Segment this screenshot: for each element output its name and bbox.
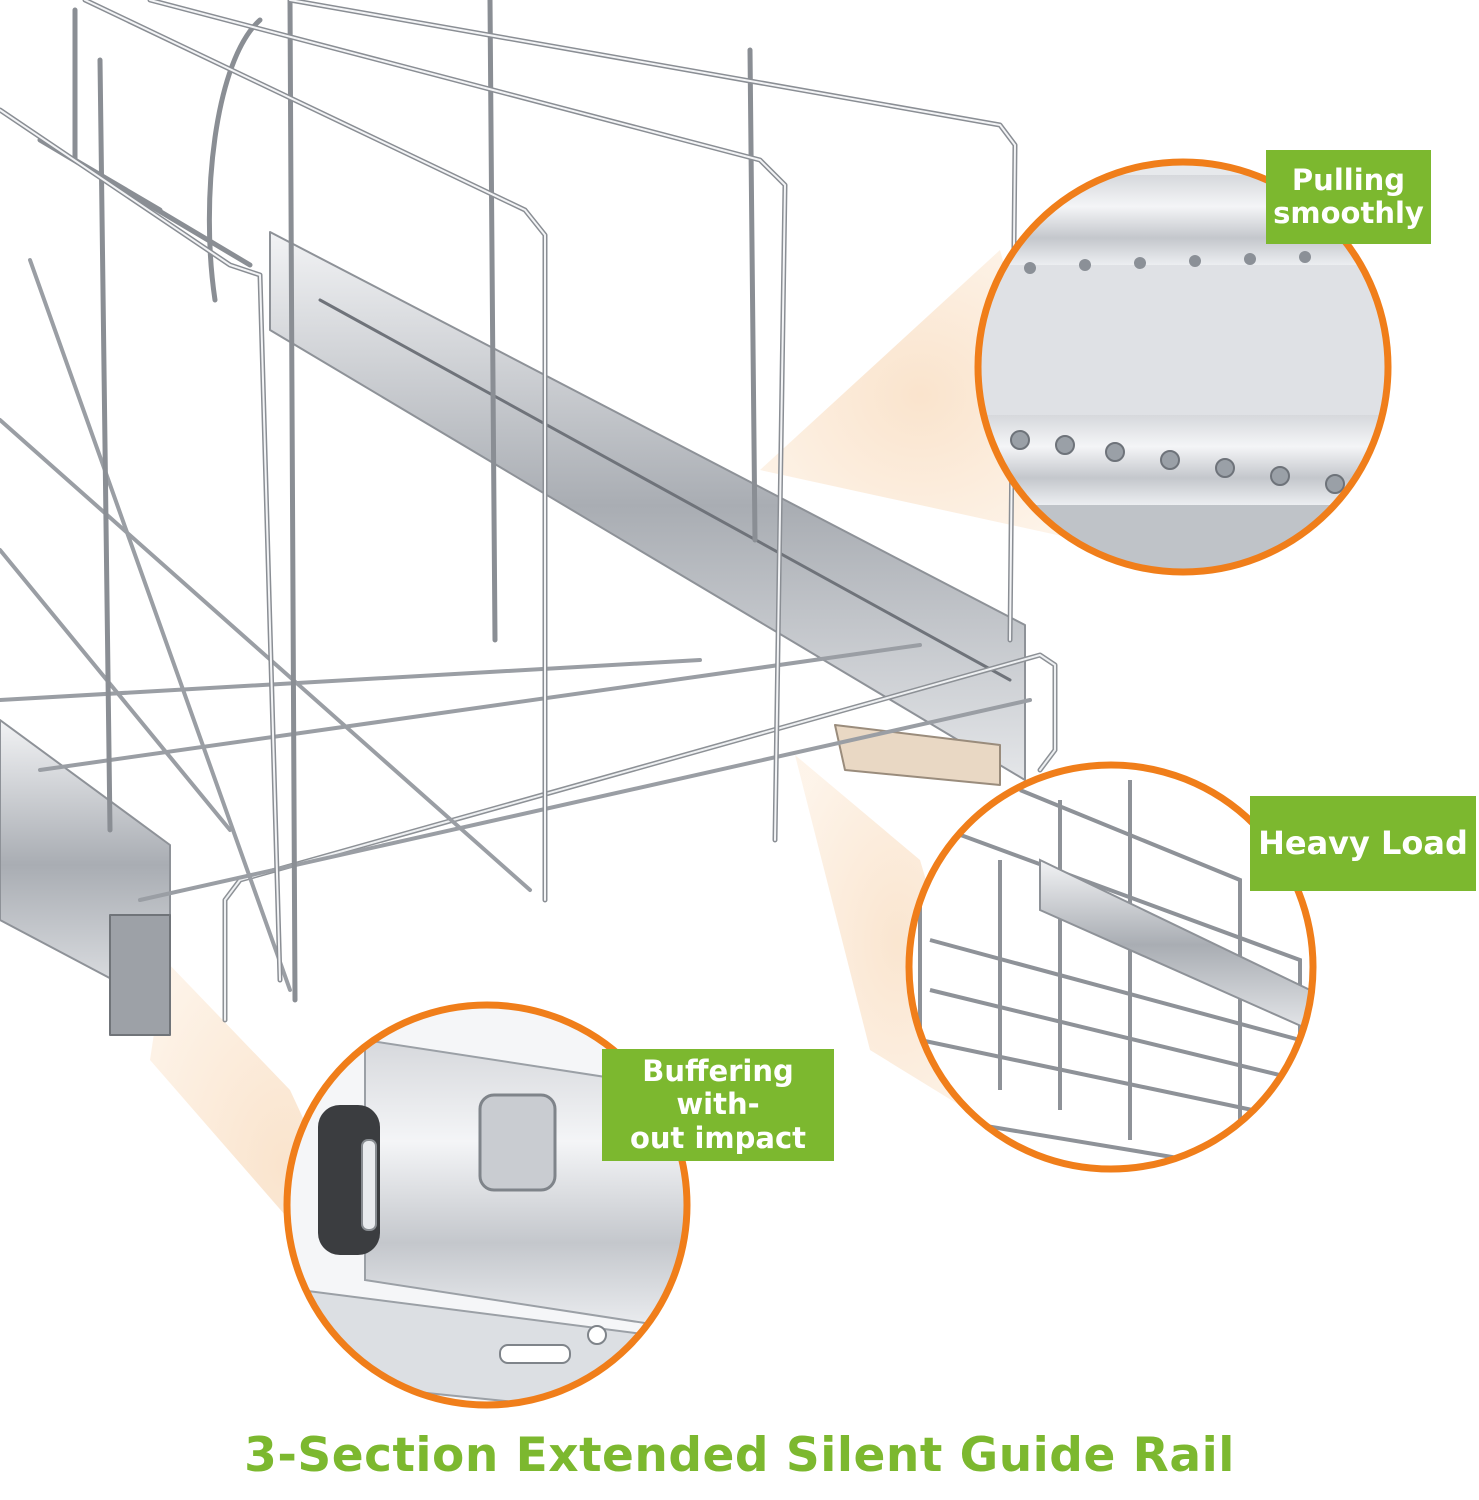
pulling-smoothly-badge: Pulling smoothly [1266,150,1431,244]
headline: 3-Section Extended Silent Guide Rail [244,1428,1235,1483]
buffering-label: Buffering with- out impact [629,1053,807,1155]
pulling-smoothly-label: Pulling smoothly [1273,162,1424,230]
heavy-load-label: Heavy Load [1258,824,1468,863]
zoom-circle-rail [974,158,1392,576]
heavy-load-badge: Heavy Load [1250,796,1476,891]
drawer-rack [0,0,1058,1036]
zoom-circle-rack [905,761,1317,1173]
buffering-badge: Buffering with- out impact [602,1049,834,1161]
